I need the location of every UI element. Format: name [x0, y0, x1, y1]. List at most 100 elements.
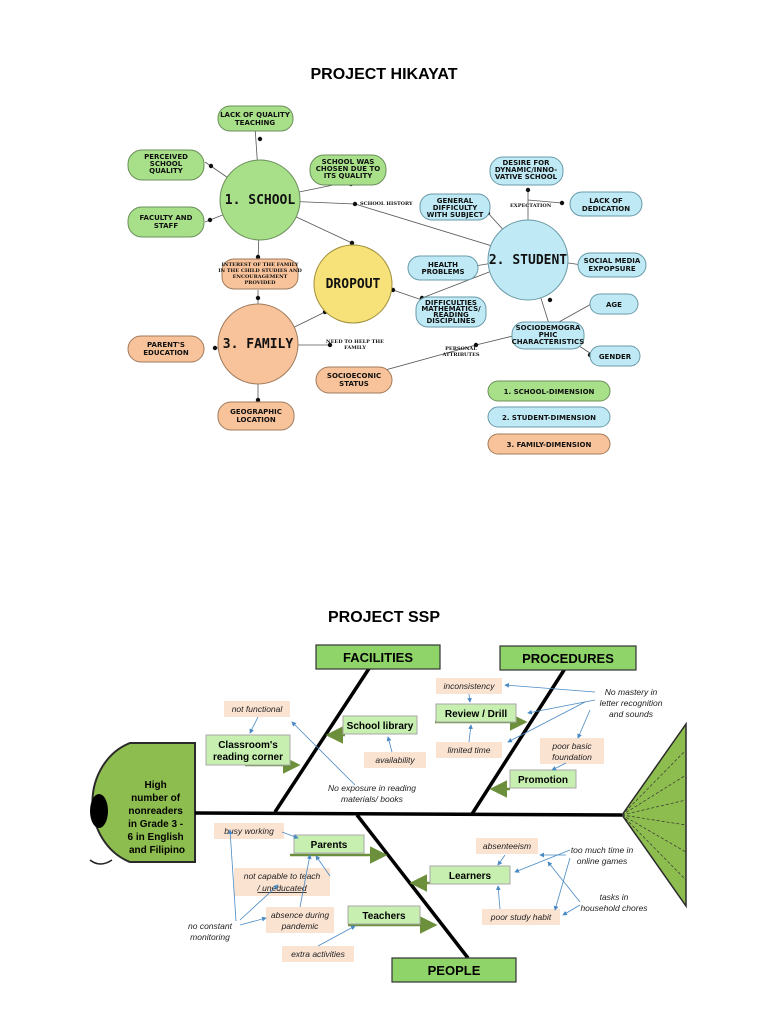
fish-bones	[194, 666, 623, 960]
family-node-label: 3. FAMILY	[223, 337, 294, 352]
cause-availability: availability	[364, 752, 426, 768]
cause-absenteeism: absenteeism	[476, 838, 538, 854]
svg-text:Review / Drill: Review / Drill	[445, 709, 507, 720]
legend-student-dimension: 2. STUDENT-DIMENSION	[487, 406, 611, 428]
svg-text:AGE: AGE	[606, 301, 622, 309]
svg-text:absenteeism: absenteeism	[483, 841, 531, 851]
svg-text:Promotion: Promotion	[518, 775, 568, 786]
dropout-node-label: DROPOUT	[326, 277, 381, 292]
svg-text:FACILITIES: FACILITIES	[343, 650, 413, 665]
cause-not-capable: not capable to teach/ uneducated	[234, 868, 330, 896]
hikayat-concept-map: 1. SCHOOL DROPOUT 2. STUDENT 3. FAMILY L…	[127, 105, 647, 455]
problem-statement: High number of nonreaders in Grade 3 - 6…	[128, 780, 187, 856]
label-expectation: EXPECTATION	[510, 203, 552, 209]
school-node-label: 1. SCHOOL	[225, 193, 296, 208]
svg-text:extra activities: extra activities	[291, 949, 346, 959]
dropout-node	[313, 244, 393, 324]
box-promotion: Promotion	[509, 769, 577, 789]
svg-text:1. SCHOOL-DIMENSION: 1. SCHOOL-DIMENSION	[504, 388, 595, 396]
hikayat-title: PROJECT HIKAYAT	[310, 66, 458, 83]
category-people: PEOPLE	[391, 957, 517, 983]
category-procedures: PROCEDURES	[499, 645, 637, 671]
svg-text:availability: availability	[375, 755, 415, 765]
fish-tail	[621, 721, 687, 909]
svg-text:PEOPLE: PEOPLE	[428, 963, 481, 978]
svg-text:Learners: Learners	[449, 871, 492, 882]
svg-text:poor study habit: poor study habit	[490, 912, 552, 922]
svg-text:3. FAMILY-DIMENSION: 3. FAMILY-DIMENSION	[507, 441, 592, 449]
svg-text:Parents: Parents	[311, 840, 348, 851]
fish-tail-lines	[621, 749, 687, 881]
cause-poor-study-habit: poor study habit	[482, 909, 560, 925]
family-node	[217, 303, 299, 385]
box-review-drill: Review / Drill	[435, 703, 517, 723]
box-learners: Learners	[429, 865, 511, 885]
legend-school-dimension: 1. SCHOOL-DIMENSION	[487, 380, 611, 402]
svg-text:not functional: not functional	[232, 704, 284, 714]
svg-text:School library: School library	[347, 721, 414, 732]
svg-text:limited time: limited time	[448, 745, 491, 755]
cause-busy-working: busy working	[214, 823, 284, 839]
svg-text:busy working: busy working	[224, 826, 274, 836]
box-teachers: Teachers	[347, 905, 421, 925]
green-arrows	[245, 713, 528, 934]
cause-extra-activities: extra activities	[282, 946, 354, 962]
svg-text:inconsistency: inconsistency	[443, 681, 495, 691]
label-school-history: SCHOOL HISTORY	[360, 201, 413, 207]
svg-text:GENDER: GENDER	[599, 353, 632, 361]
cause-not-functional: not functional	[224, 701, 290, 717]
legend-family-dimension: 3. FAMILY-DIMENSION	[487, 433, 611, 455]
school-node	[219, 159, 301, 241]
fish-head	[91, 742, 196, 863]
cause-inconsistency: inconsistency	[436, 678, 502, 694]
student-node-label: 2. STUDENT	[489, 253, 567, 268]
svg-text:Teachers: Teachers	[362, 911, 406, 922]
box-parents: Parents	[293, 834, 365, 854]
pill-gender: GENDER	[589, 345, 641, 367]
box-school-library: School library	[342, 715, 418, 735]
svg-text:2. STUDENT-DIMENSION: 2. STUDENT-DIMENSION	[502, 414, 596, 422]
svg-text:PROCEDURES: PROCEDURES	[522, 651, 614, 666]
pill-age: AGE	[589, 293, 639, 315]
svg-text:not capable to teach/ uneducat: not capable to teach/ uneducated	[244, 871, 321, 893]
cause-limited-time: limited time	[436, 742, 502, 758]
